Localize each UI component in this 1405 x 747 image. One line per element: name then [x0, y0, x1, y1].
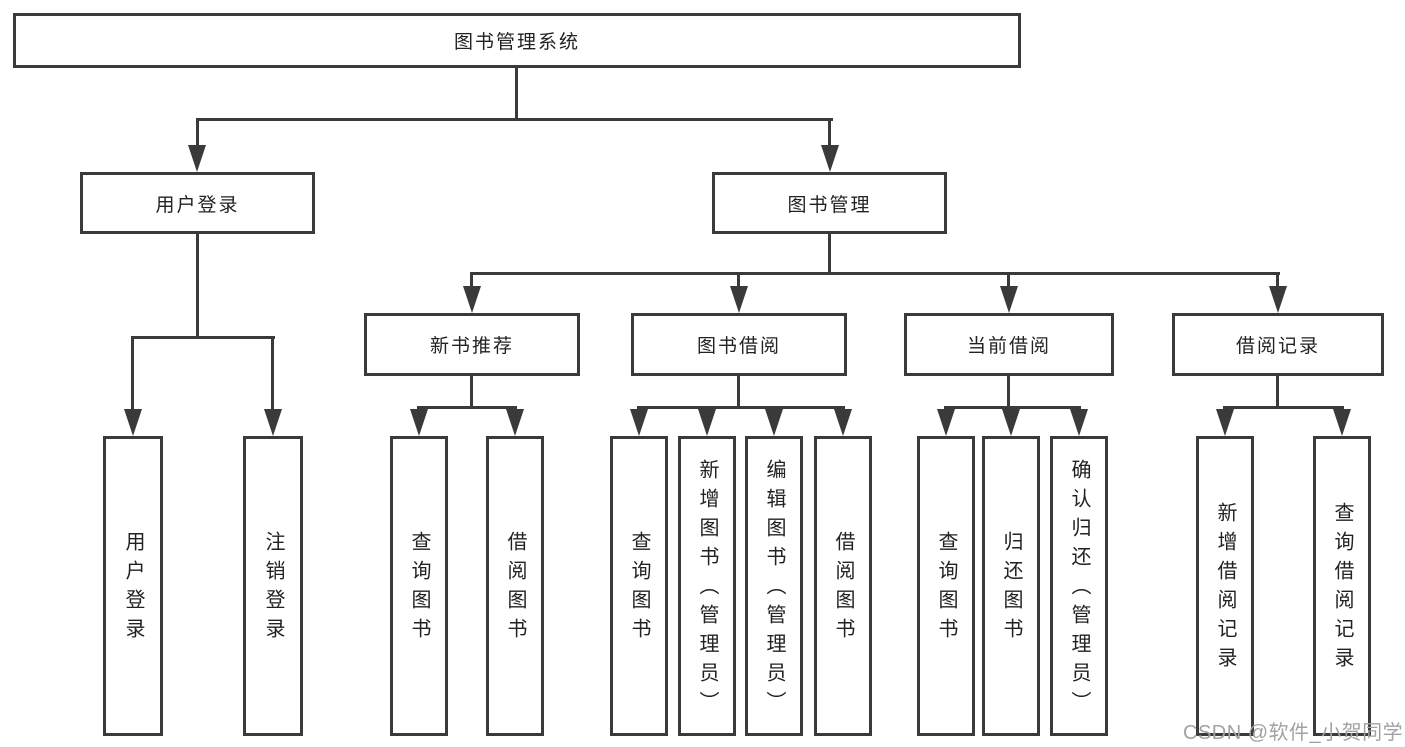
arrow-into-borrow-records: [1269, 286, 1287, 313]
connector-stub-current-borrow: [1007, 272, 1010, 288]
connector-stub-new-books: [470, 272, 473, 288]
leaf-bb-add-books-admin: 新增图书（管理员）: [678, 436, 736, 736]
connector-current-borrow-trunk: [1007, 376, 1010, 409]
node-library-system: 图书管理系统: [13, 13, 1021, 68]
connector-stub-user-login: [196, 118, 199, 148]
node-user-login: 用户登录: [80, 172, 315, 234]
connector-user-login-trunk: [196, 234, 199, 339]
arrow-into-cb-query-books: [937, 409, 955, 436]
arrow-into-leaf-logout: [264, 409, 282, 436]
arrow-into-bb-edit-books: [765, 409, 783, 436]
arrow-into-current-borrow: [1000, 286, 1018, 313]
leaf-bb-edit-books-admin: 编辑图书（管理员）: [745, 436, 803, 736]
arrow-into-nb-query-books: [410, 409, 428, 436]
connector-stub-book-manage: [828, 118, 831, 148]
connector-user-login-branch: [131, 336, 275, 339]
arrow-into-user-login: [188, 145, 206, 172]
connector-new-books-trunk: [470, 376, 473, 409]
leaf-cb-confirm-return-admin: 确认归还（管理员）: [1050, 436, 1108, 736]
connector-root-trunk: [515, 68, 518, 121]
arrow-into-leaf-login: [124, 409, 142, 436]
arrow-into-book-manage: [821, 145, 839, 172]
arrow-into-bb-query-books: [630, 409, 648, 436]
leaf-nb-borrow-books: 借阅图书: [486, 436, 544, 736]
leaf-bb-query-books: 查询图书: [610, 436, 668, 736]
leaf-user-login: 用户登录: [103, 436, 163, 736]
connector-level1-branch: [196, 118, 833, 121]
arrow-into-book-borrow: [730, 286, 748, 313]
connector-book-borrow-branch: [637, 406, 845, 409]
connector-stub-book-borrow: [737, 272, 740, 288]
leaf-br-add-record: 新增借阅记录: [1196, 436, 1254, 736]
connector-current-borrow-branch: [944, 406, 1081, 409]
leaf-nb-query-books: 查询图书: [390, 436, 448, 736]
leaf-cb-query-books: 查询图书: [917, 436, 975, 736]
arrow-into-bb-add-books: [698, 409, 716, 436]
node-borrow-records: 借阅记录: [1172, 313, 1384, 376]
connector-stub-leaf-logout: [271, 336, 274, 411]
leaf-logout: 注销登录: [243, 436, 303, 736]
connector-book-manage-trunk: [828, 234, 831, 275]
connector-new-books-branch: [417, 406, 517, 409]
arrow-into-br-query-record: [1333, 409, 1351, 436]
arrow-into-bb-borrow-books: [834, 409, 852, 436]
node-book-borrow: 图书借阅: [631, 313, 847, 376]
arrow-into-cb-confirm-return: [1070, 409, 1088, 436]
arrow-into-cb-return-books: [1002, 409, 1020, 436]
node-current-borrow: 当前借阅: [904, 313, 1114, 376]
connector-book-borrow-trunk: [737, 376, 740, 409]
leaf-cb-return-books: 归还图书: [982, 436, 1040, 736]
arrow-into-new-books: [463, 286, 481, 313]
connector-level2-branch: [470, 272, 1280, 275]
node-book-manage: 图书管理: [712, 172, 947, 234]
connector-stub-borrow-records: [1276, 272, 1279, 288]
leaf-br-query-record: 查询借阅记录: [1313, 436, 1371, 736]
node-new-books: 新书推荐: [364, 313, 580, 376]
connector-stub-leaf-login: [131, 336, 134, 411]
leaf-bb-borrow-books: 借阅图书: [814, 436, 872, 736]
arrow-into-br-add-record: [1216, 409, 1234, 436]
connector-borrow-records-trunk: [1276, 376, 1279, 409]
connector-borrow-records-branch: [1223, 406, 1344, 409]
arrow-into-nb-borrow-books: [506, 409, 524, 436]
csdn-watermark: CSDN @软件_小贺同学: [1183, 722, 1404, 744]
